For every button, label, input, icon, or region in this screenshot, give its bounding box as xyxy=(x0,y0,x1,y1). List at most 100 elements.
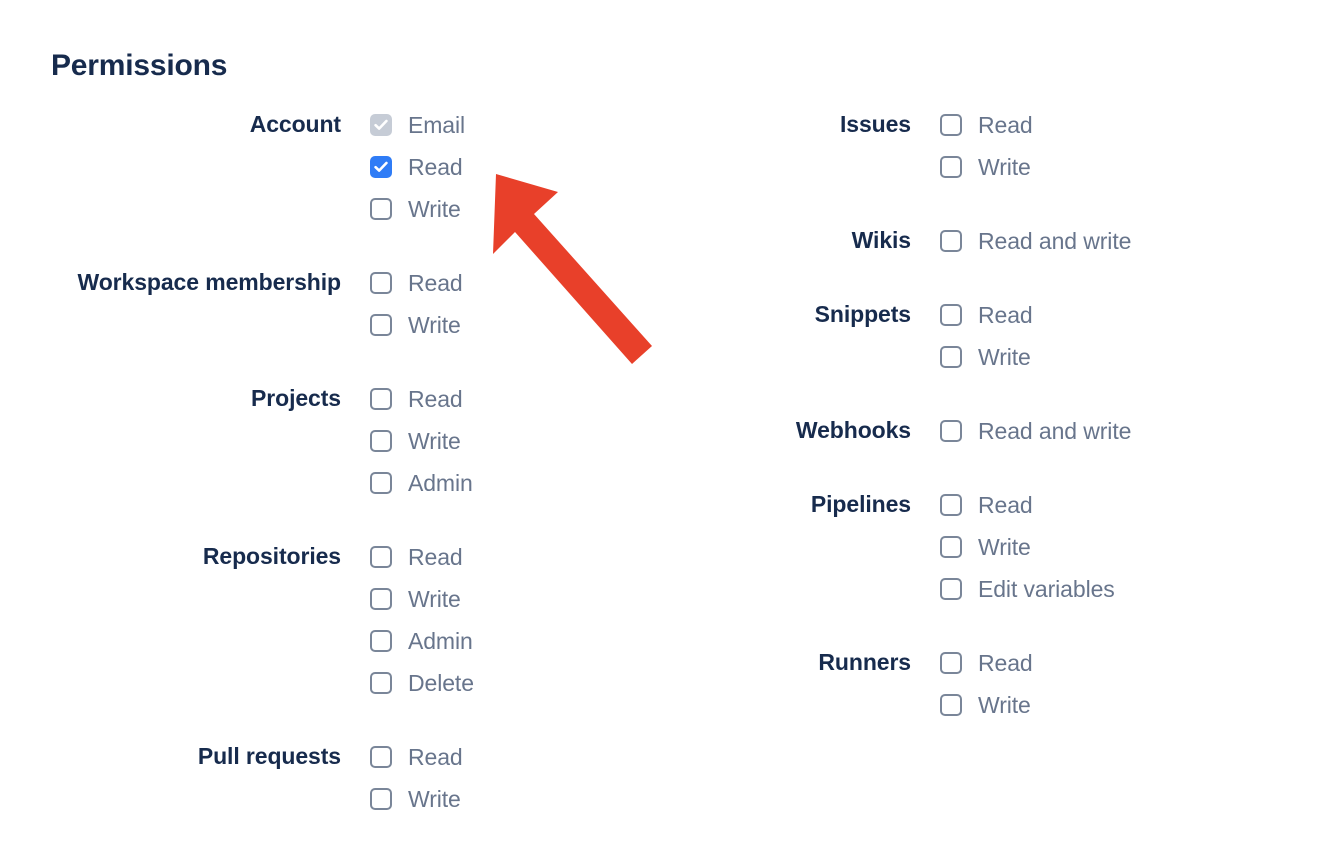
permission-option-row[interactable]: Read xyxy=(370,736,660,778)
checkbox-unchecked-icon[interactable] xyxy=(940,652,962,674)
permission-option-label: Edit variables xyxy=(978,576,1115,602)
checkbox-unchecked-icon[interactable] xyxy=(940,578,962,600)
permission-option-list: Read and write xyxy=(911,220,1270,262)
permission-option-label: Write xyxy=(978,154,1031,180)
permission-option-label: Admin xyxy=(408,470,473,496)
permission-option-row[interactable]: Read xyxy=(940,294,1270,336)
permission-option-row[interactable]: Write xyxy=(370,304,660,346)
permission-group-label: Issues xyxy=(839,111,911,137)
permission-group-label: Workspace membership xyxy=(77,269,342,295)
permission-option-row[interactable]: Admin xyxy=(370,620,660,662)
permission-option-label: Read xyxy=(408,744,463,770)
checkbox-checked-icon[interactable] xyxy=(370,156,392,178)
checkbox-unchecked-icon[interactable] xyxy=(370,272,392,294)
permission-option-row[interactable]: Admin xyxy=(370,462,660,504)
permission-option-label: Write xyxy=(408,196,461,222)
checkbox-unchecked-icon[interactable] xyxy=(370,788,392,810)
permission-option-label: Read xyxy=(978,112,1033,138)
permission-option-row[interactable]: Write xyxy=(370,420,660,462)
checkbox-unchecked-icon[interactable] xyxy=(370,430,392,452)
permission-option-row[interactable]: Write xyxy=(940,146,1270,188)
checkbox-unchecked-icon[interactable] xyxy=(940,536,962,558)
checkbox-unchecked-icon[interactable] xyxy=(940,494,962,516)
permission-option-label: Read xyxy=(408,154,463,180)
permission-option-row[interactable]: Write xyxy=(370,188,660,230)
checkbox-unchecked-icon[interactable] xyxy=(370,672,392,694)
checkmark-icon xyxy=(374,119,388,130)
checkbox-unchecked-icon[interactable] xyxy=(940,694,962,716)
permission-option-label: Read xyxy=(408,544,463,570)
permission-option-row[interactable]: Write xyxy=(370,578,660,620)
permission-option-label: Write xyxy=(978,534,1031,560)
checkbox-unchecked-icon[interactable] xyxy=(370,388,392,410)
permission-group-label: Wikis xyxy=(851,227,911,253)
permission-option-row[interactable]: Read xyxy=(370,146,660,188)
checkbox-unchecked-icon[interactable] xyxy=(940,156,962,178)
checkbox-unchecked-icon[interactable] xyxy=(940,304,962,326)
checkbox-unchecked-icon[interactable] xyxy=(370,546,392,568)
permission-option-label: Write xyxy=(978,344,1031,370)
checkbox-unchecked-icon[interactable] xyxy=(370,630,392,652)
permission-option-row[interactable]: Write xyxy=(940,684,1270,726)
permission-group-label: Projects xyxy=(251,385,341,411)
checkbox-unchecked-icon[interactable] xyxy=(940,230,962,252)
checkbox-unchecked-icon[interactable] xyxy=(940,420,962,442)
checkbox-unchecked-icon[interactable] xyxy=(370,472,392,494)
checkbox-unchecked-icon[interactable] xyxy=(370,314,392,336)
checkbox-unchecked-icon[interactable] xyxy=(940,114,962,136)
permission-option-row[interactable]: Read xyxy=(940,104,1270,146)
permission-group-label: Webhooks xyxy=(795,417,911,443)
checkbox-unchecked-icon[interactable] xyxy=(940,346,962,368)
permission-option-label: Read xyxy=(978,302,1033,328)
permission-option-row[interactable]: Read xyxy=(370,536,660,578)
permission-option-label: Write xyxy=(408,312,461,338)
checkbox-unchecked-icon[interactable] xyxy=(370,746,392,768)
permission-option-row[interactable]: Read xyxy=(940,484,1270,526)
permission-option-row[interactable]: Read xyxy=(370,262,660,304)
checkbox-unchecked-icon[interactable] xyxy=(370,198,392,220)
permission-option-row[interactable]: Write xyxy=(940,526,1270,568)
permission-option-label: Read and write xyxy=(978,418,1132,444)
permission-option-row[interactable]: Read and write xyxy=(940,410,1270,452)
permission-option-list: Read and write xyxy=(911,410,1270,452)
permission-option-row[interactable]: Email xyxy=(370,104,660,146)
page-title: Permissions xyxy=(51,49,228,82)
permission-option-label: Read xyxy=(408,386,463,412)
permission-option-row[interactable]: Edit variables xyxy=(940,568,1270,610)
permission-group-label: Pipelines xyxy=(810,491,911,517)
permission-option-label: Delete xyxy=(408,670,474,696)
permission-option-row[interactable]: Read and write xyxy=(940,220,1270,262)
permission-group: Wikis Read and write xyxy=(610,220,1270,262)
checkbox-unchecked-icon[interactable] xyxy=(370,588,392,610)
permission-option-label: Write xyxy=(408,586,461,612)
permission-option-label: Admin xyxy=(408,628,473,654)
permission-group-label: Snippets xyxy=(814,301,911,327)
permission-group-label: Repositories xyxy=(202,543,341,569)
permission-option-label: Read xyxy=(978,492,1033,518)
permission-option-label: Write xyxy=(978,692,1031,718)
permission-option-row[interactable]: Delete xyxy=(370,662,660,704)
permission-option-label: Read and write xyxy=(978,228,1132,254)
permission-option-row[interactable]: Write xyxy=(940,336,1270,378)
permission-option-row[interactable]: Read xyxy=(370,378,660,420)
permission-option-row[interactable]: Read xyxy=(940,642,1270,684)
permission-group-label: Account xyxy=(249,111,341,137)
permission-group-label: Pull requests xyxy=(197,743,341,769)
permission-option-row[interactable]: Write xyxy=(370,778,660,820)
